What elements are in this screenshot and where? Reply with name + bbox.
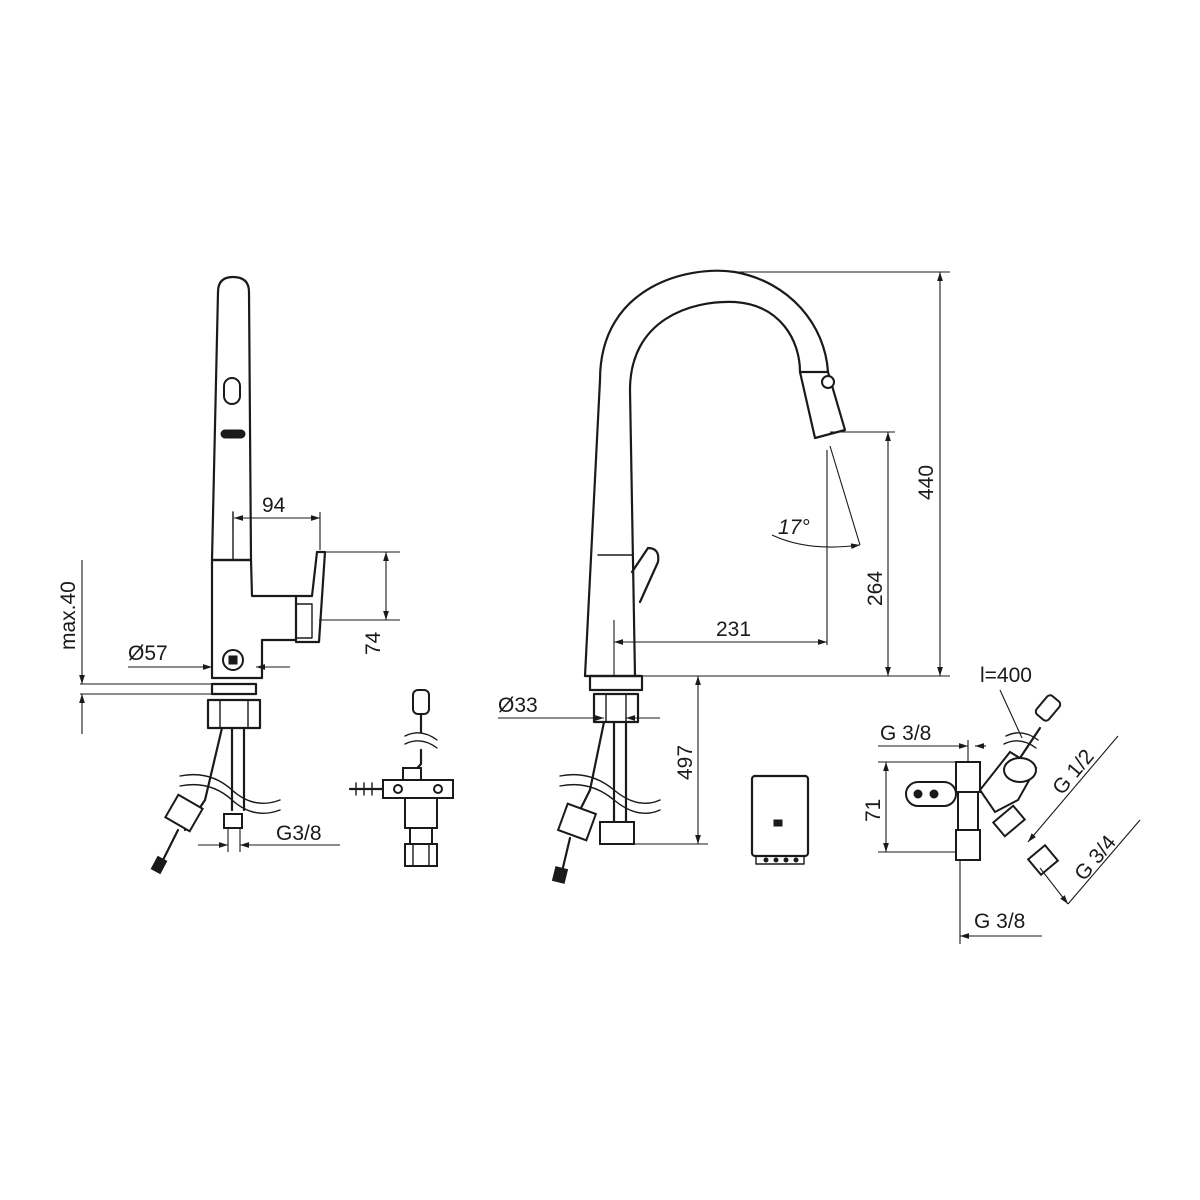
dim-label-94: 94 — [262, 494, 286, 517]
front-hose-left — [573, 720, 606, 822]
side-hose-fitting — [223, 813, 243, 829]
side-spout-outline — [210, 275, 253, 562]
side-sensor-core — [228, 655, 238, 665]
side-body-outline — [210, 558, 298, 680]
detail-clip — [402, 767, 422, 781]
front-spray-head — [798, 370, 847, 440]
side-view-dimensions: 94 74 max.40 Ø57 G3/8 — [57, 494, 400, 852]
valve-outlet-fitting — [991, 804, 1027, 838]
detail-valve-nut — [404, 843, 438, 867]
front-lever — [630, 546, 660, 604]
side-spray-outlet — [220, 429, 246, 439]
control-box-body — [750, 774, 810, 858]
front-view-dimensions: 440 264 231 17° Ø33 497 — [498, 271, 950, 845]
side-base-flange — [210, 682, 258, 696]
control-box-indicator — [773, 819, 783, 827]
side-lever-handle — [294, 550, 327, 644]
dim-line-g12 — [1027, 735, 1119, 843]
dim-label-max40: max.40 — [57, 581, 80, 650]
front-spout-outer — [583, 269, 830, 678]
front-mount-nut — [592, 692, 640, 724]
dim-label-71: 71 — [862, 799, 885, 822]
front-cable-connector — [556, 802, 598, 842]
valve-assembly — [905, 694, 1062, 877]
side-lever-stem — [295, 603, 313, 639]
dim-leader-cable — [999, 689, 1023, 739]
faucet-side-view — [150, 275, 327, 875]
dim-label-g38-bottom: G 3/8 — [974, 910, 1025, 933]
dim-label-diameter33: Ø33 — [498, 694, 538, 717]
valve-pipe — [957, 791, 979, 831]
front-base-flange — [588, 674, 644, 692]
valve-top-fitting — [955, 761, 981, 793]
valve-adapter-nut — [1026, 843, 1060, 877]
valve-cable-plug — [1034, 694, 1062, 722]
dim-label-440: 440 — [915, 465, 938, 500]
control-box — [750, 774, 810, 865]
side-cable-connector — [164, 793, 204, 833]
side-cable-plug — [150, 855, 168, 875]
connection-hose-detail — [348, 689, 454, 867]
valve-solenoid-cap — [1003, 757, 1037, 783]
dim-angle-leg — [829, 445, 861, 546]
front-hose-fittings — [599, 821, 635, 845]
side-mount-nut — [206, 698, 262, 730]
dim-label-g38-top: G 3/8 — [880, 722, 931, 745]
valve-bottom-fitting — [955, 829, 981, 861]
detail-valve-neck — [409, 827, 433, 845]
dim-label-264: 264 — [864, 571, 887, 606]
dim-label-231: 231 — [716, 618, 751, 641]
valve-cable — [1018, 726, 1042, 760]
dim-label-cable-length: l=400 — [980, 664, 1032, 687]
detail-valve-body — [404, 797, 438, 829]
dim-line-g34 — [1067, 819, 1141, 905]
faucet-front-view — [551, 269, 847, 884]
side-cut-wave-2 — [179, 783, 281, 814]
front-spray-button — [821, 375, 835, 389]
dim-label-g34: G 3/4 — [1070, 831, 1121, 885]
control-box-terminals — [755, 855, 805, 865]
detail-plug-top — [412, 689, 430, 715]
dim-label-74: 74 — [362, 631, 385, 655]
dim-label-g38-side: G3/8 — [276, 822, 322, 845]
dim-label-g12: G 1/2 — [1048, 745, 1099, 799]
front-cable-plug — [551, 866, 569, 884]
side-spray-button — [223, 377, 241, 405]
side-cut-wave-1 — [179, 773, 281, 804]
dim-label-17deg: 17° — [778, 516, 810, 539]
dim-label-497: 497 — [674, 745, 697, 780]
dim-angle-arc — [771, 534, 861, 550]
dim-label-diameter57: Ø57 — [128, 642, 168, 665]
front-spout-inner — [628, 300, 802, 678]
